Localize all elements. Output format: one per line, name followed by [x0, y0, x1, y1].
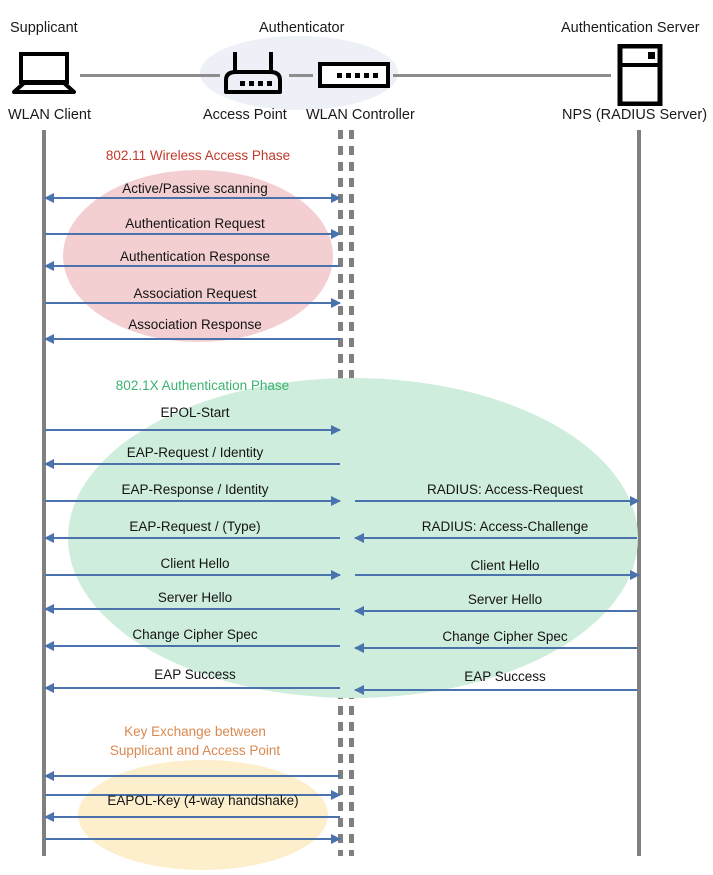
message-line — [45, 265, 340, 267]
message-line — [45, 302, 340, 304]
arrowhead-left-icon — [354, 685, 364, 695]
link-controller-to-server — [393, 74, 611, 77]
phase-ellipse-key-exchange — [78, 760, 328, 870]
message-label: Association Response — [128, 317, 262, 332]
message-line — [45, 233, 340, 235]
arrowhead-right-icon — [630, 496, 640, 506]
role-title-authentication-server: Authentication Server — [561, 20, 700, 36]
arrowhead-left-icon — [44, 771, 54, 781]
arrowhead-left-icon — [44, 683, 54, 693]
arrowhead-left-icon — [44, 261, 54, 271]
message-label: Authentication Response — [119, 249, 271, 264]
message-label: Authentication Request — [125, 216, 265, 231]
arrowhead-left-icon — [354, 643, 364, 653]
lifeline-authentication-server — [637, 130, 641, 856]
arrowhead-left-icon — [44, 812, 54, 822]
message-label: EAP Success — [154, 667, 236, 682]
message-label: EAP-Request / (Type) — [129, 519, 261, 534]
message-label: EAP-Response / Identity — [121, 482, 269, 497]
message-line — [45, 816, 340, 818]
message-label: Server Hello — [157, 590, 233, 605]
message-line — [45, 574, 340, 576]
arrowhead-right-icon — [331, 229, 341, 239]
lifeline-supplicant — [42, 130, 46, 856]
message-line — [355, 500, 637, 502]
message-label: Change Cipher Spec — [132, 627, 258, 642]
access-point-icon — [218, 48, 288, 98]
message-line — [355, 647, 637, 649]
message-line — [45, 537, 340, 539]
message-line — [45, 687, 340, 689]
message-label: EAP-Request / Identity — [126, 445, 264, 460]
arrowhead-right-icon — [331, 425, 341, 435]
message-line — [45, 838, 340, 840]
arrowhead-right-icon — [331, 790, 341, 800]
message-line — [45, 500, 340, 502]
arrowhead-left-icon — [44, 459, 54, 469]
arrowhead-right-icon — [331, 570, 341, 580]
message-label: RADIUS: Access-Challenge — [421, 519, 589, 534]
message-label: Change Cipher Spec — [442, 629, 568, 644]
arrowhead-left-icon — [354, 533, 364, 543]
arrowhead-left-icon — [44, 641, 54, 651]
node-label-wlan-controller: WLAN Controller — [306, 107, 415, 123]
arrowhead-right-icon — [331, 298, 341, 308]
node-label-access-point: Access Point — [203, 107, 287, 123]
message-line — [355, 610, 637, 612]
message-line — [45, 645, 340, 647]
message-label: EPOL-Start — [160, 405, 230, 420]
node-label-nps-radius-server: NPS (RADIUS Server) — [562, 107, 708, 123]
link-client-to-ap — [80, 74, 220, 77]
wlan-controller-icon — [318, 62, 390, 88]
message-line — [355, 689, 637, 691]
laptop-icon — [12, 52, 76, 94]
message-line — [45, 794, 340, 796]
arrowhead-right-icon — [331, 496, 341, 506]
phase-caption-dot1x-authentication: 802.1X Authentication Phase — [115, 378, 290, 393]
message-line — [45, 338, 340, 340]
handshake-label: EAPOL-Key (4-way handshake) — [107, 793, 299, 808]
link-ap-to-controller — [289, 74, 313, 77]
arrowhead-left-icon — [354, 606, 364, 616]
arrowhead-left-icon — [44, 533, 54, 543]
phase-caption-key-exchange: Key Exchange between Supplicant and Acce… — [109, 724, 281, 758]
message-label: EAP Success — [464, 669, 546, 684]
arrowhead-left-icon — [44, 193, 54, 203]
message-line — [45, 429, 340, 431]
message-label: Association Request — [133, 286, 257, 301]
message-line — [45, 775, 340, 777]
message-label: RADIUS: Access-Request — [426, 482, 584, 497]
arrowhead-right-icon — [331, 193, 341, 203]
message-line — [45, 463, 340, 465]
arrowhead-left-icon — [44, 334, 54, 344]
message-label: Client Hello — [160, 556, 230, 571]
server-icon — [617, 43, 663, 107]
node-label-wlan-client: WLAN Client — [8, 107, 91, 123]
message-label: Client Hello — [470, 558, 540, 573]
arrowhead-right-icon — [630, 570, 640, 580]
message-line — [355, 537, 637, 539]
message-line — [45, 197, 340, 199]
message-label: Server Hello — [467, 592, 543, 607]
phase-caption-wireless-access: 802.11 Wireless Access Phase — [105, 148, 291, 163]
arrowhead-right-icon — [331, 834, 341, 844]
message-line — [355, 574, 637, 576]
role-title-authenticator: Authenticator — [259, 20, 345, 36]
arrowhead-left-icon — [44, 604, 54, 614]
message-line — [45, 608, 340, 610]
message-label: Active/Passive scanning — [122, 181, 268, 196]
role-title-supplicant: Supplicant — [10, 20, 78, 36]
